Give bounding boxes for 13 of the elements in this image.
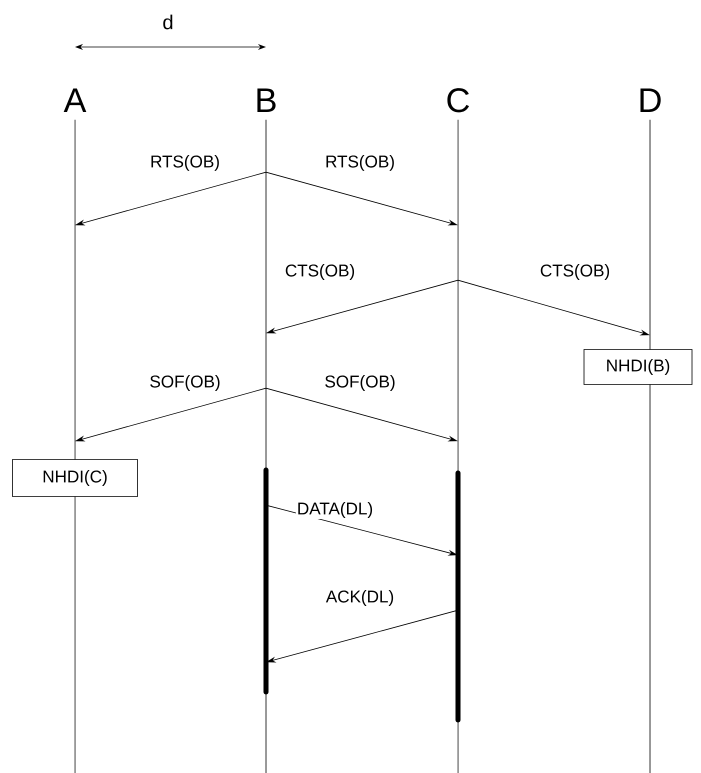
edge-label: RTS(OB): [151, 155, 219, 171]
state-box: NHDI(C): [12, 459, 138, 497]
edge-label: SOF(OB): [150, 375, 220, 391]
lifeline: B: [257, 88, 276, 773]
edge-label: DATA(DL): [298, 502, 372, 518]
edge-label: ACK(DL): [326, 590, 394, 606]
edge-label: RTS(OB): [326, 155, 394, 171]
edge-label: CTS(OB): [286, 264, 354, 280]
edge-label: SOF(OB): [325, 375, 395, 391]
dimension-label: d: [163, 14, 172, 30]
state-box: NHDI(B): [584, 349, 692, 385]
lifeline: C: [447, 88, 470, 773]
edge-label: CTS(OB): [540, 264, 610, 280]
